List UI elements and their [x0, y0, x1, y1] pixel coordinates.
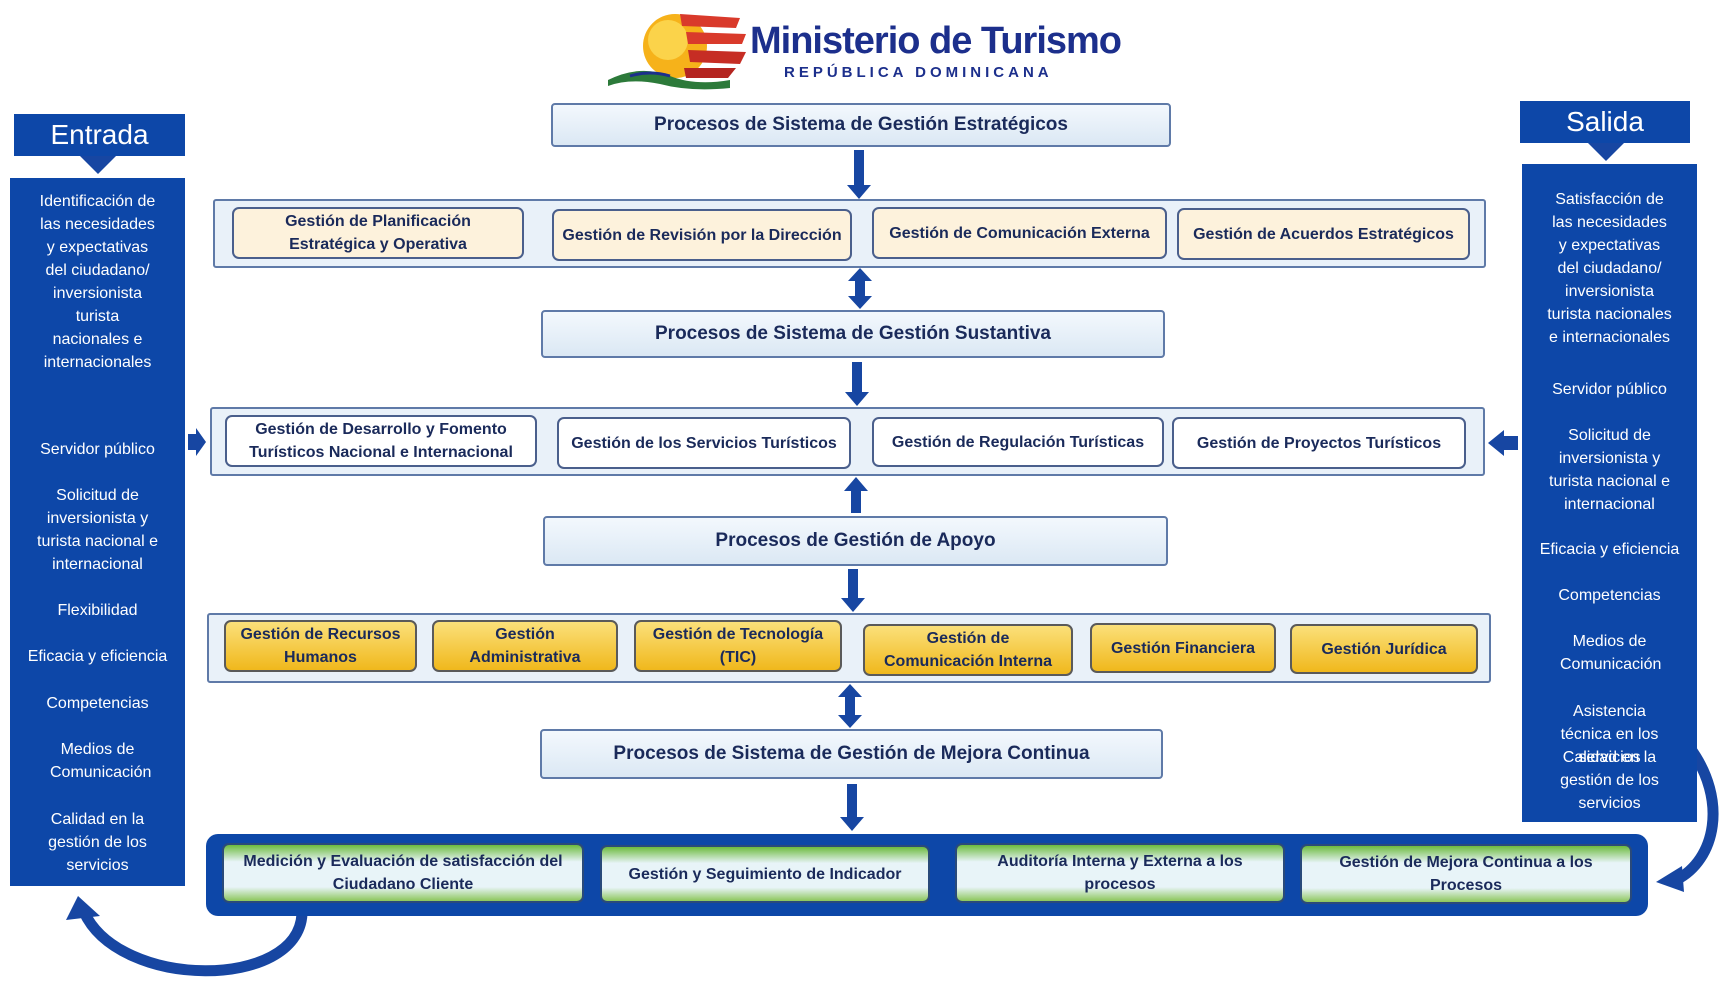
- salida-item: Solicitud de inversionista y turista nac…: [1549, 427, 1670, 513]
- logo-title: Ministerio de Turismo: [750, 20, 1122, 62]
- salida-column: Satisfacción de las necesidades y expect…: [1522, 164, 1697, 822]
- process-box: Gestión de los Servicios Turísticos: [557, 417, 851, 469]
- process-box: Gestión Jurídica: [1290, 624, 1478, 674]
- logo: Ministerio de Turismo REPÚBLICA DOMINICA…: [600, 6, 1122, 92]
- double-arrow-icon: [838, 684, 862, 728]
- apoyo-group: Gestión de Recursos Humanos Gestión Admi…: [207, 613, 1491, 683]
- down-arrow-icon: [840, 784, 864, 831]
- entrada-column: Identificación de las necesidades y expe…: [10, 178, 185, 886]
- salida-item: Servidor público: [1552, 381, 1667, 398]
- estrategicos-header: Procesos de Sistema de Gestión Estratégi…: [551, 103, 1171, 147]
- entrada-item: Eficacia y eficiencia: [27, 648, 168, 665]
- entrada-item: Solicitud de inversionista y turista nac…: [37, 487, 158, 573]
- right-arrow-icon: [188, 428, 206, 456]
- salida-down-arrow-icon: [1588, 143, 1624, 161]
- process-box: Medición y Evaluación de satisfacción de…: [222, 843, 584, 903]
- curve-arrowhead-right-icon: [1656, 866, 1684, 892]
- process-box: Gestión de Desarrollo y Fomento Turístic…: [225, 415, 537, 467]
- sustantiva-group: Gestión de Desarrollo y Fomento Turístic…: [210, 407, 1485, 476]
- process-box: Gestión de Regulación Turísticas: [872, 417, 1164, 467]
- entrada-header: Entrada: [14, 114, 185, 156]
- entrada-item: Flexibilidad: [57, 602, 138, 619]
- entrada-item: Calidad en la gestión de los servicios: [48, 811, 147, 874]
- salida-header: Salida: [1520, 101, 1690, 143]
- process-box: Gestión de Mejora Continua a los Proceso…: [1300, 844, 1632, 904]
- process-box: Gestión Financiera: [1090, 623, 1276, 673]
- process-box: Gestión de Proyectos Turísticos: [1172, 417, 1466, 469]
- process-box: Gestión de Planificación Estratégica y O…: [232, 207, 524, 259]
- logo-emblem-icon: [608, 14, 746, 90]
- entrada-down-arrow-icon: [80, 156, 116, 174]
- mejora-group: Medición y Evaluación de satisfacción de…: [206, 834, 1648, 916]
- estrategicos-group: Gestión de Planificación Estratégica y O…: [213, 199, 1486, 268]
- down-arrow-icon: [847, 150, 871, 199]
- process-box: Gestión Administrativa: [432, 620, 618, 672]
- salida-item: Eficacia y eficiencia: [1539, 541, 1680, 558]
- salida-item: Asistencia técnica en los servicios: [1560, 703, 1659, 766]
- mejora-header: Procesos de Sistema de Gestión de Mejora…: [540, 729, 1163, 779]
- entrada-item: Identificación de las necesidades y expe…: [39, 193, 156, 371]
- feedback-curve-left: [79, 909, 308, 977]
- salida-item: Medios de Comunicación: [1560, 633, 1662, 673]
- process-box: Gestión de Tecnología (TIC): [634, 620, 842, 672]
- process-box: Auditoría Interna y Externa a los proces…: [955, 843, 1285, 903]
- feedback-curve-right: [1673, 744, 1719, 885]
- down-arrow-icon: [845, 362, 869, 406]
- curve-arrowhead-left-icon: [66, 896, 100, 920]
- logo-subtitle: REPÚBLICA DOMINICANA: [784, 64, 1053, 81]
- double-arrow-icon: [848, 268, 872, 309]
- salida-item: Competencias: [1558, 587, 1661, 604]
- entrada-item: Medios de Comunicación: [50, 741, 152, 781]
- salida-item: Calidad en la gestión de los servicios: [1560, 749, 1659, 812]
- salida-item: Satisfacción de las necesidades y expect…: [1547, 191, 1672, 346]
- down-arrow-icon: [841, 569, 865, 612]
- up-arrow-icon: [844, 477, 868, 513]
- process-box: Gestión de Revisión por la Dirección: [552, 209, 852, 261]
- process-box: Gestión de Comunicación Interna: [863, 624, 1073, 676]
- process-box: Gestión de Comunicación Externa: [872, 207, 1167, 259]
- sustantiva-header: Procesos de Sistema de Gestión Sustantiv…: [541, 310, 1165, 358]
- apoyo-header: Procesos de Gestión de Apoyo: [543, 516, 1168, 566]
- entrada-item: Competencias: [46, 695, 149, 712]
- left-arrow-icon: [1488, 430, 1518, 456]
- process-box: Gestión de Recursos Humanos: [224, 620, 417, 672]
- process-box: Gestión y Seguimiento de Indicador: [600, 845, 930, 903]
- process-box: Gestión de Acuerdos Estratégicos: [1177, 208, 1470, 260]
- entrada-item: Servidor público: [40, 441, 155, 458]
